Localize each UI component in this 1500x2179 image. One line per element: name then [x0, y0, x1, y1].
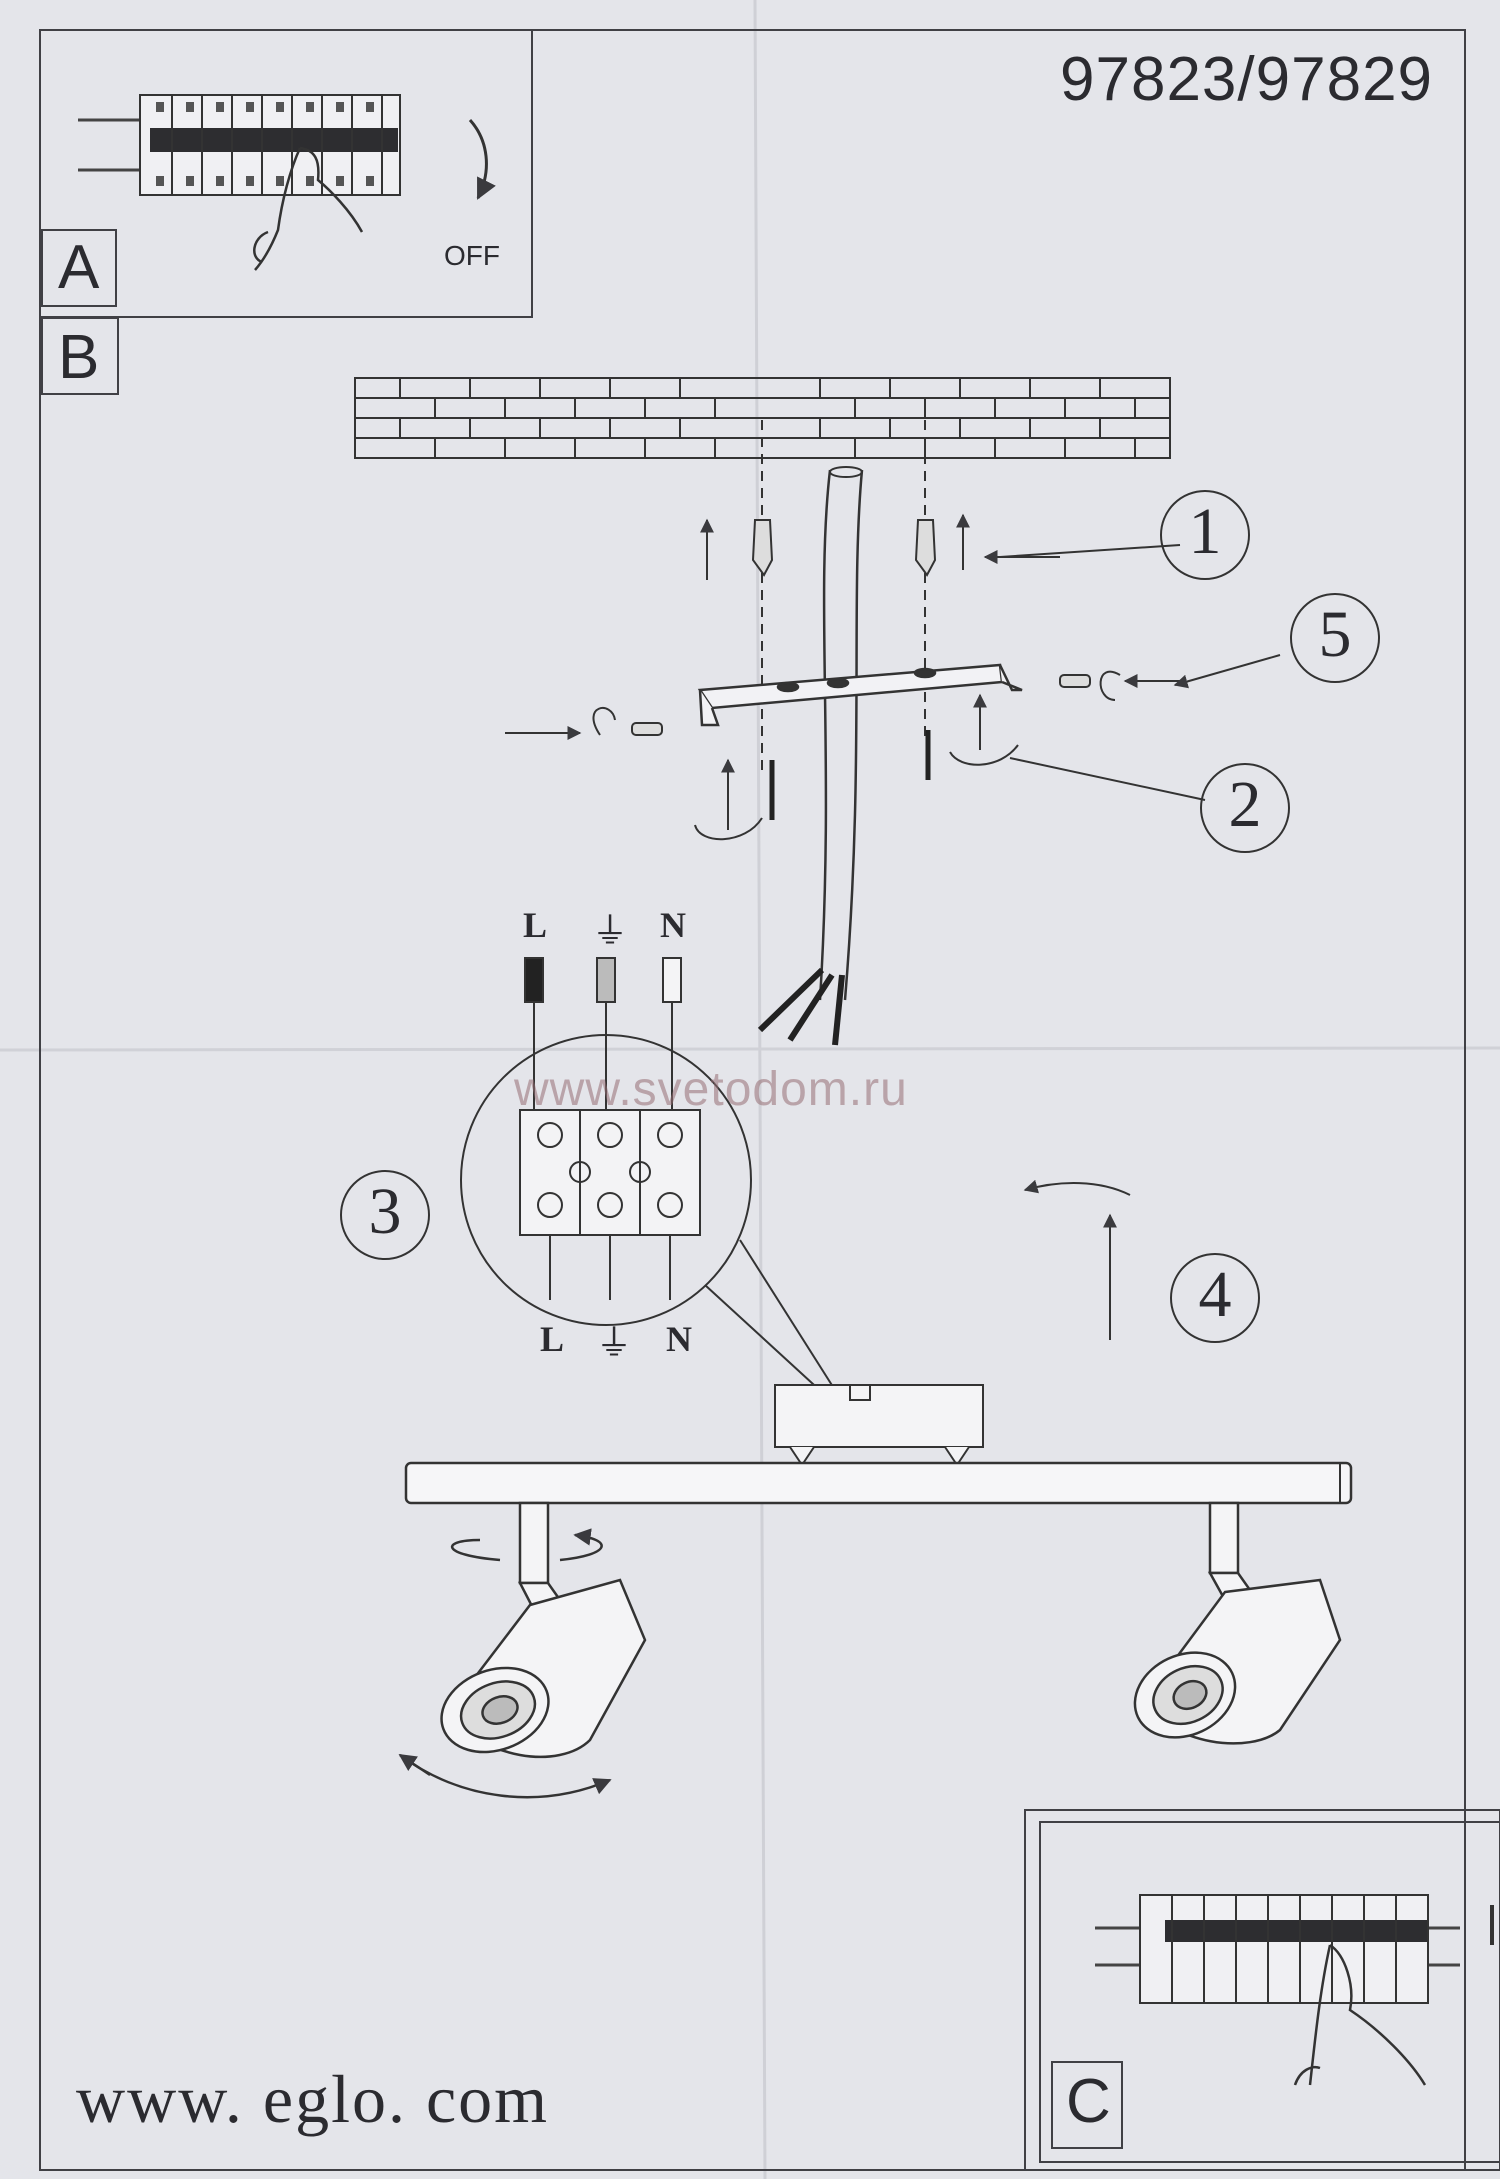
panel-a — [39, 29, 533, 318]
spotlight-left — [398, 1501, 647, 1799]
panel-b-label-box — [41, 317, 119, 395]
switch-off-arrow — [468, 118, 496, 200]
step-1-number: 1 — [1188, 495, 1222, 568]
step-3-circle — [340, 1170, 430, 1260]
step-2-circle — [1200, 763, 1290, 853]
hand-icon — [253, 146, 364, 271]
wire-label-live-top: L — [523, 905, 548, 945]
step-3-number: 3 — [368, 1175, 402, 1248]
step-5-circle — [1290, 593, 1380, 683]
step-circles — [340, 490, 1380, 1343]
wire-ends — [524, 957, 682, 1020]
spotlight-right — [1133, 1501, 1342, 1745]
model-number: 97823/97829 — [1060, 45, 1434, 114]
step-5-arrows — [505, 654, 1281, 740]
step-2-number: 2 — [1228, 768, 1262, 841]
fold-line-horizontal — [0, 1046, 1500, 1052]
mounting-bracket — [697, 663, 1023, 727]
circuit-breaker-panel-c — [1095, 1894, 1494, 2086]
hand-icon — [1293, 1943, 1427, 2086]
panel-c — [1024, 1809, 1500, 2171]
panel-b-letter: B — [58, 323, 100, 392]
lamp-bar — [404, 1461, 1353, 1505]
earth-icon: ⏚ — [592, 910, 629, 951]
website-url: www. eglo. com — [76, 2061, 550, 2137]
terminal-block-magnifier — [460, 1020, 836, 1396]
step-1-circle — [1160, 490, 1250, 580]
step-4-circle — [1170, 1253, 1260, 1343]
step-4-number: 4 — [1198, 1258, 1232, 1331]
wire-label-neutral-bottom: N — [666, 1319, 692, 1359]
cable-wires — [757, 967, 845, 1046]
screws-step-2 — [769, 730, 931, 820]
step-5-number: 5 — [1318, 598, 1352, 671]
power-cable — [818, 469, 864, 1001]
step-4-arrows — [1023, 1179, 1131, 1340]
wall-plug-icon — [751, 519, 937, 577]
drill-guide-lines — [761, 420, 926, 770]
canopy-box — [774, 1384, 984, 1467]
panel-c-letter: C — [1066, 2067, 1111, 2136]
fold-line-vertical — [753, 0, 767, 2179]
watermark: www.svetodom.ru — [514, 1063, 908, 1116]
panel-a-letter: A — [58, 233, 100, 302]
page-frame — [39, 29, 1466, 2171]
wire-label-neutral-top: N — [660, 905, 686, 945]
wire-label-live-bottom: L — [540, 1319, 565, 1359]
side-screws — [631, 674, 1091, 736]
off-label: OFF — [444, 240, 500, 271]
earth-icon: ⏚ — [596, 1322, 633, 1363]
circuit-breaker-panel-a — [78, 94, 496, 271]
step-1-arrows — [700, 513, 1060, 580]
